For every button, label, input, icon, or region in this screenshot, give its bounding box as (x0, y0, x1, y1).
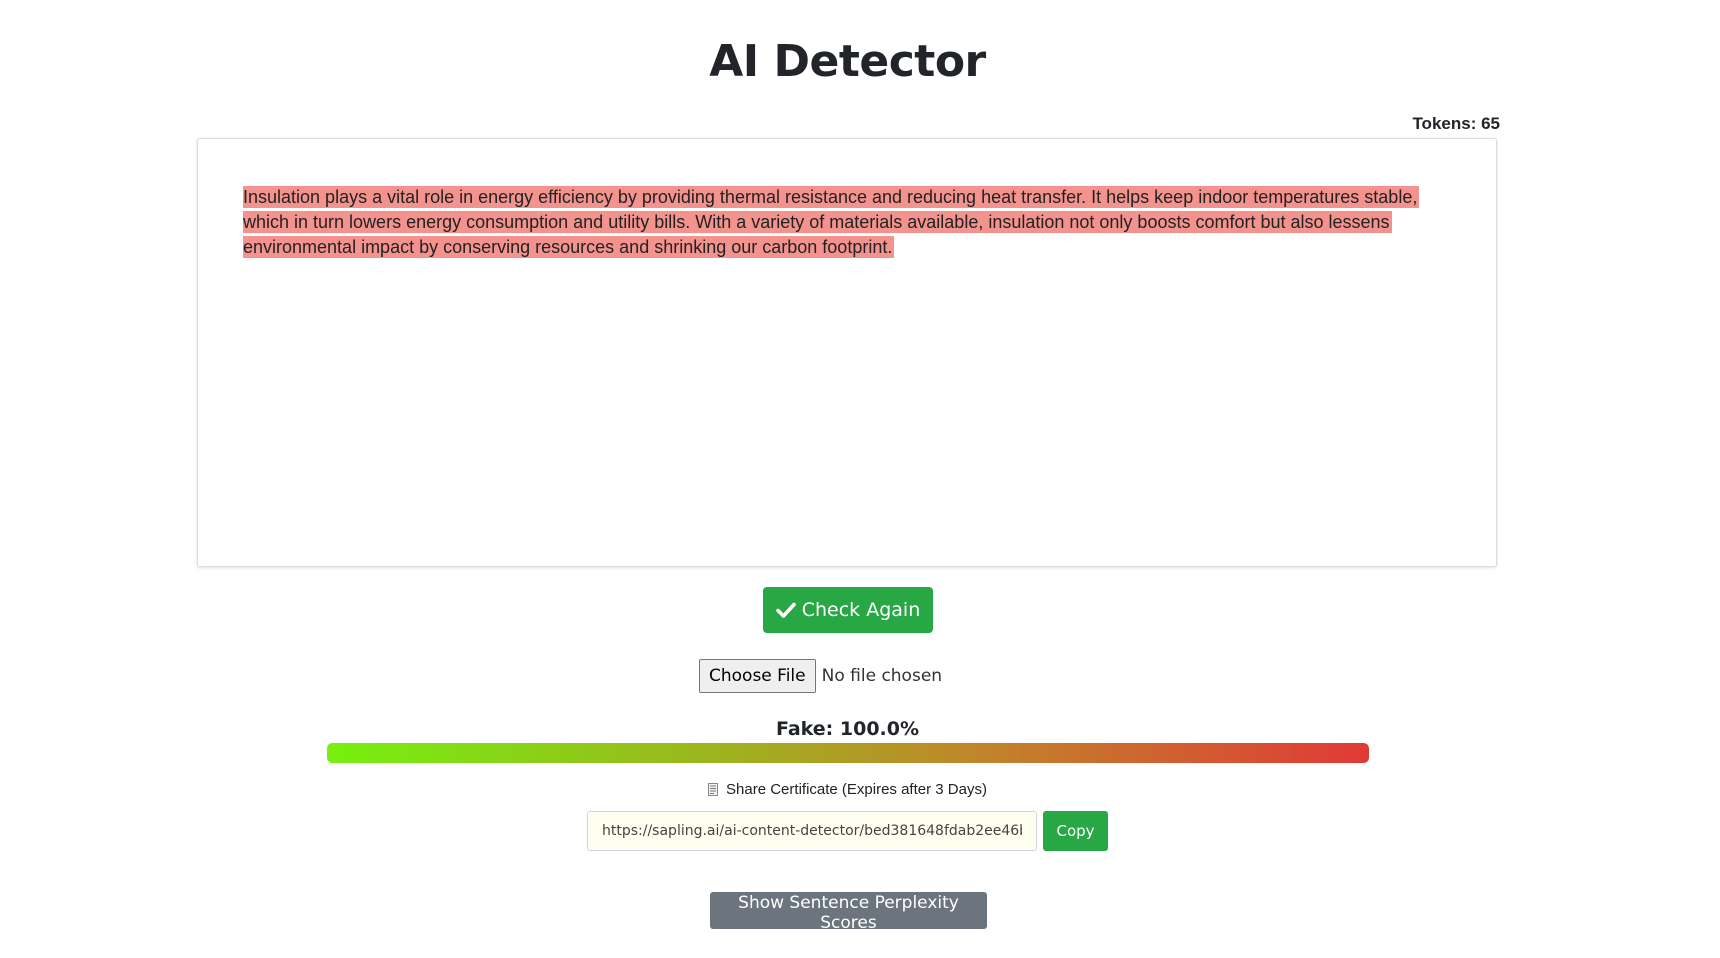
check-again-label: Check Again (801, 599, 921, 621)
ai-highlighted-text: Insulation plays a vital role in energy … (243, 186, 1420, 258)
show-perplexity-button[interactable]: Show Sentence Perplexity Scores (710, 892, 987, 933)
share-url-input[interactable] (587, 811, 1037, 851)
document-icon (708, 783, 719, 796)
copy-button[interactable]: Copy (1043, 811, 1108, 851)
file-upload: Choose File No file chosen (699, 659, 942, 693)
fake-score-label: Fake: 100.0% (775, 718, 920, 740)
choose-file-button[interactable]: Choose File (699, 659, 816, 693)
share-certificate-text: Share Certificate (Expires after 3 Days) (726, 781, 987, 798)
share-url-row: Copy (587, 811, 1108, 851)
token-count: Tokens: 65 (1412, 114, 1500, 133)
text-editor[interactable]: Insulation plays a vital role in energy … (197, 138, 1497, 567)
share-certificate: Share Certificate (Expires after 3 Days) (0, 781, 1695, 798)
check-again-button[interactable]: Check Again (763, 587, 933, 633)
editor-content[interactable]: Insulation plays a vital role in energy … (243, 185, 1453, 260)
page-title: AI Detector (709, 36, 986, 87)
file-status-text: No file chosen (821, 666, 943, 686)
check-icon (775, 602, 796, 618)
fake-score-bar-fill (327, 743, 1369, 763)
fake-score-bar (327, 743, 1369, 763)
